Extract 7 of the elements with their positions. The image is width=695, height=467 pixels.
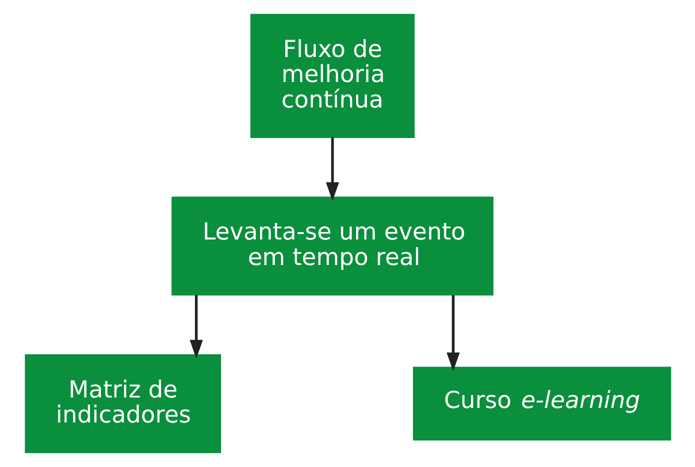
arrow [446, 295, 460, 372]
node-box: Levanta-se um evento em tempo real [171, 196, 493, 296]
arrow [189, 295, 202, 359]
node-box: Curso e-learning [412, 366, 671, 441]
node-box: Matriz de indicadores [24, 354, 220, 454]
arrow [325, 137, 339, 202]
node-box: Fluxo de melhoria contínua [250, 14, 414, 138]
